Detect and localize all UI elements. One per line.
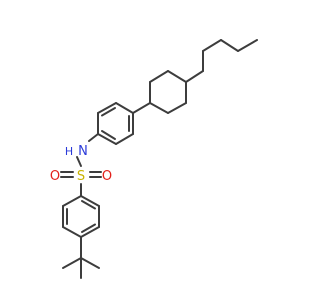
chemical-structure-diagram: N H S O O [50, 39, 258, 279]
bond [237, 39, 258, 52]
bond [202, 39, 222, 52]
pentyl-chain [185, 39, 258, 83]
aniline-benzene-ring [97, 102, 134, 145]
bond [80, 226, 100, 238]
nh-group: N H [65, 144, 88, 159]
bond [132, 102, 151, 114]
tert-butyl-group [62, 236, 100, 279]
bond [80, 195, 100, 207]
double-bond-inner [101, 107, 116, 117]
bond [62, 226, 82, 238]
bond [97, 102, 117, 114]
cyclohexane-ring [149, 70, 187, 114]
double-bond-inner [101, 130, 116, 140]
sulfonyl-group: S O O [50, 169, 112, 184]
bond [97, 133, 117, 145]
bond [149, 102, 169, 114]
bond [62, 257, 82, 269]
bond [185, 70, 204, 83]
bond [115, 133, 134, 145]
double-bond-inner [81, 200, 96, 210]
bond [76, 156, 82, 167]
bond [88, 133, 99, 142]
sulfur-atom-label: S [77, 169, 85, 184]
bond [167, 102, 187, 114]
oxygen-atom-label: O [50, 169, 60, 184]
double-bond-inner [81, 223, 96, 233]
bond [115, 102, 134, 114]
bond [220, 39, 239, 52]
bond [62, 195, 82, 207]
hydrogen-atom-label: H [65, 145, 73, 158]
bond [167, 70, 187, 83]
bond [80, 257, 100, 269]
bond [149, 70, 169, 83]
lower-benzene-ring [62, 195, 100, 238]
oxygen-atom-label: O [102, 169, 112, 184]
nitrogen-atom-label: N [78, 144, 88, 159]
